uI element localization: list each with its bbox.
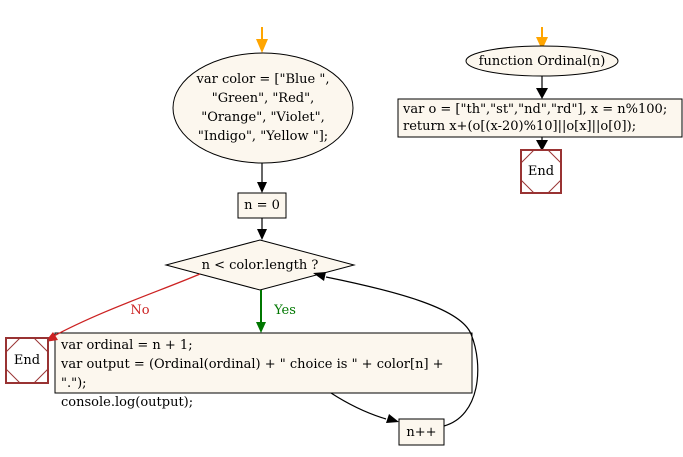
arrowhead-ordinal-to-end-icon	[536, 140, 548, 151]
end-node-right-corner-tr	[547, 149, 562, 164]
end-node-right-corner-bl	[520, 179, 535, 194]
yes-arrowhead-icon	[256, 322, 266, 333]
no-branch-label: No	[130, 303, 150, 318]
arrowhead-declare-to-init-icon	[257, 182, 267, 193]
declare-colors-text: var color = ["Blue ", "Green", "Red", "O…	[196, 72, 330, 144]
start-arrow-main-icon	[256, 39, 268, 53]
end-node-left-corner-br	[33, 368, 49, 384]
ordinal-body-box-shape	[397, 98, 683, 138]
loop-body-text: var ordinal = n + 1; var output = (Ordin…	[61, 338, 444, 410]
arrowhead-increment-to-condition-icon	[313, 272, 326, 281]
init-n-text: n = 0	[244, 198, 280, 213]
connector-increment-to-condition	[325, 276, 479, 427]
start-arrow-ordinal-icon	[536, 37, 548, 50]
end-node-right-corner-tl	[520, 149, 535, 164]
declare-colors-ellipse-shape	[172, 52, 354, 164]
loop-body-box-shape	[54, 332, 473, 394]
end-node-right-corner-br	[547, 179, 562, 194]
arrowhead-init-to-condition-icon	[257, 229, 267, 240]
arrowhead-function-to-body-icon	[536, 88, 548, 99]
end-node-left-corner-tr	[33, 337, 49, 353]
yes-branch-label: Yes	[274, 303, 296, 318]
increment-box-shape	[398, 418, 445, 446]
end-node-left-corner-bl	[5, 368, 21, 384]
end-node-right-shape	[520, 149, 562, 194]
end-node-left-corner-tl	[5, 337, 21, 353]
no-curve-stem	[51, 273, 201, 338]
increment-text: n++	[406, 424, 437, 440]
ordinal-function-text: function Ordinal(n)	[478, 53, 606, 69]
ordinal-body-text: var o = ["th","st","nd","rd"], x = n%100…	[403, 102, 668, 134]
arrowhead-body-to-increment-icon	[386, 414, 399, 423]
loop-condition-text: n < color.length ?	[201, 257, 319, 273]
end-node-left-text: End	[13, 353, 41, 368]
end-node-right-text: End	[527, 164, 555, 179]
connector-body-to-increment	[330, 392, 387, 420]
